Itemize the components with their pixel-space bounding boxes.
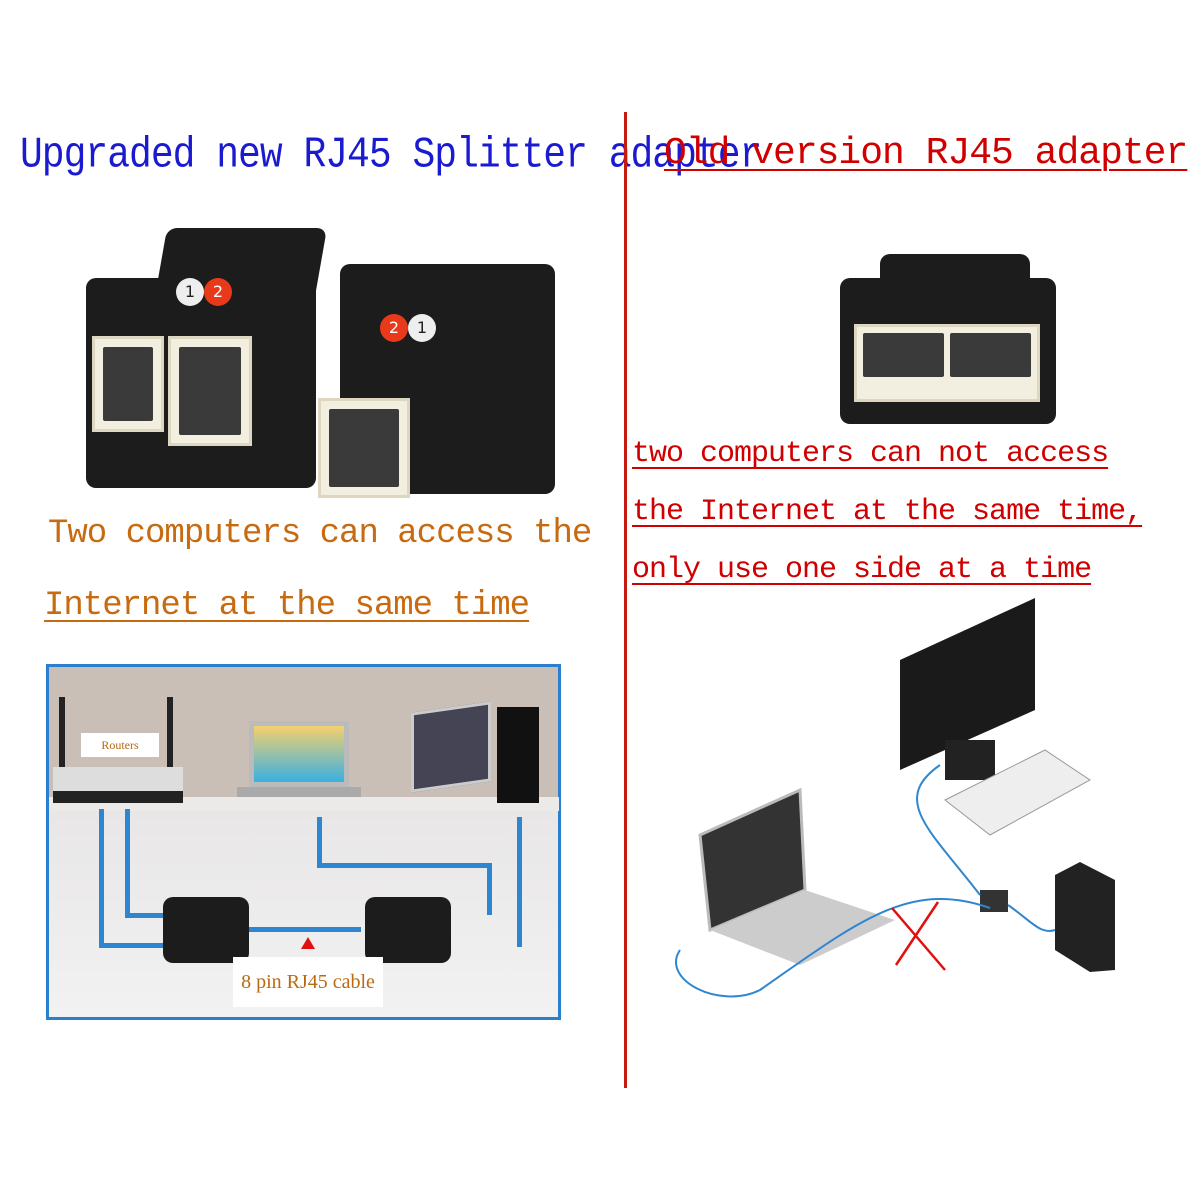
arrow-up-icon [301,937,315,949]
laptop-icon [249,721,349,787]
routers-label: Routers [81,733,159,757]
splitter-left [163,897,249,963]
divider [624,112,627,1088]
monitor-icon [900,598,1035,780]
laptop-icon [698,787,895,965]
port-badge-1b: 1 [408,314,436,342]
left-caption-line2: Internet at the same time [44,587,530,625]
red-x-icon [891,901,946,971]
router-box-icon [1055,862,1115,972]
right-caption-line2: the Internet at the same time, [632,495,1143,529]
port-badge-2b: 2 [380,314,408,342]
left-title: Upgraded new RJ45 Splitter adapter [20,130,762,181]
old-adapter-icon [980,890,1008,912]
port-badge-2: 2 [204,278,232,306]
right-title: Old version RJ45 adapter [664,132,1188,175]
left-caption-line1: Two computers can access the [48,515,592,553]
old-adapter-photo [840,254,1060,426]
old-setup-illustration [675,598,1115,998]
splitter-right [365,897,451,963]
right-caption-line3: only use one side at a time [632,553,1092,587]
right-caption-line1: two computers can not access [632,437,1109,471]
pc-tower-icon [497,707,539,803]
desktop-monitor-icon [411,701,491,793]
cable-label: 8 pin RJ45 cable [233,957,383,1007]
router-icon [53,767,183,803]
connection-diagram: Routers 8 pin RJ45 cable [46,664,561,1020]
port-badge-1: 1 [176,278,204,306]
keyboard-icon [944,749,1091,836]
